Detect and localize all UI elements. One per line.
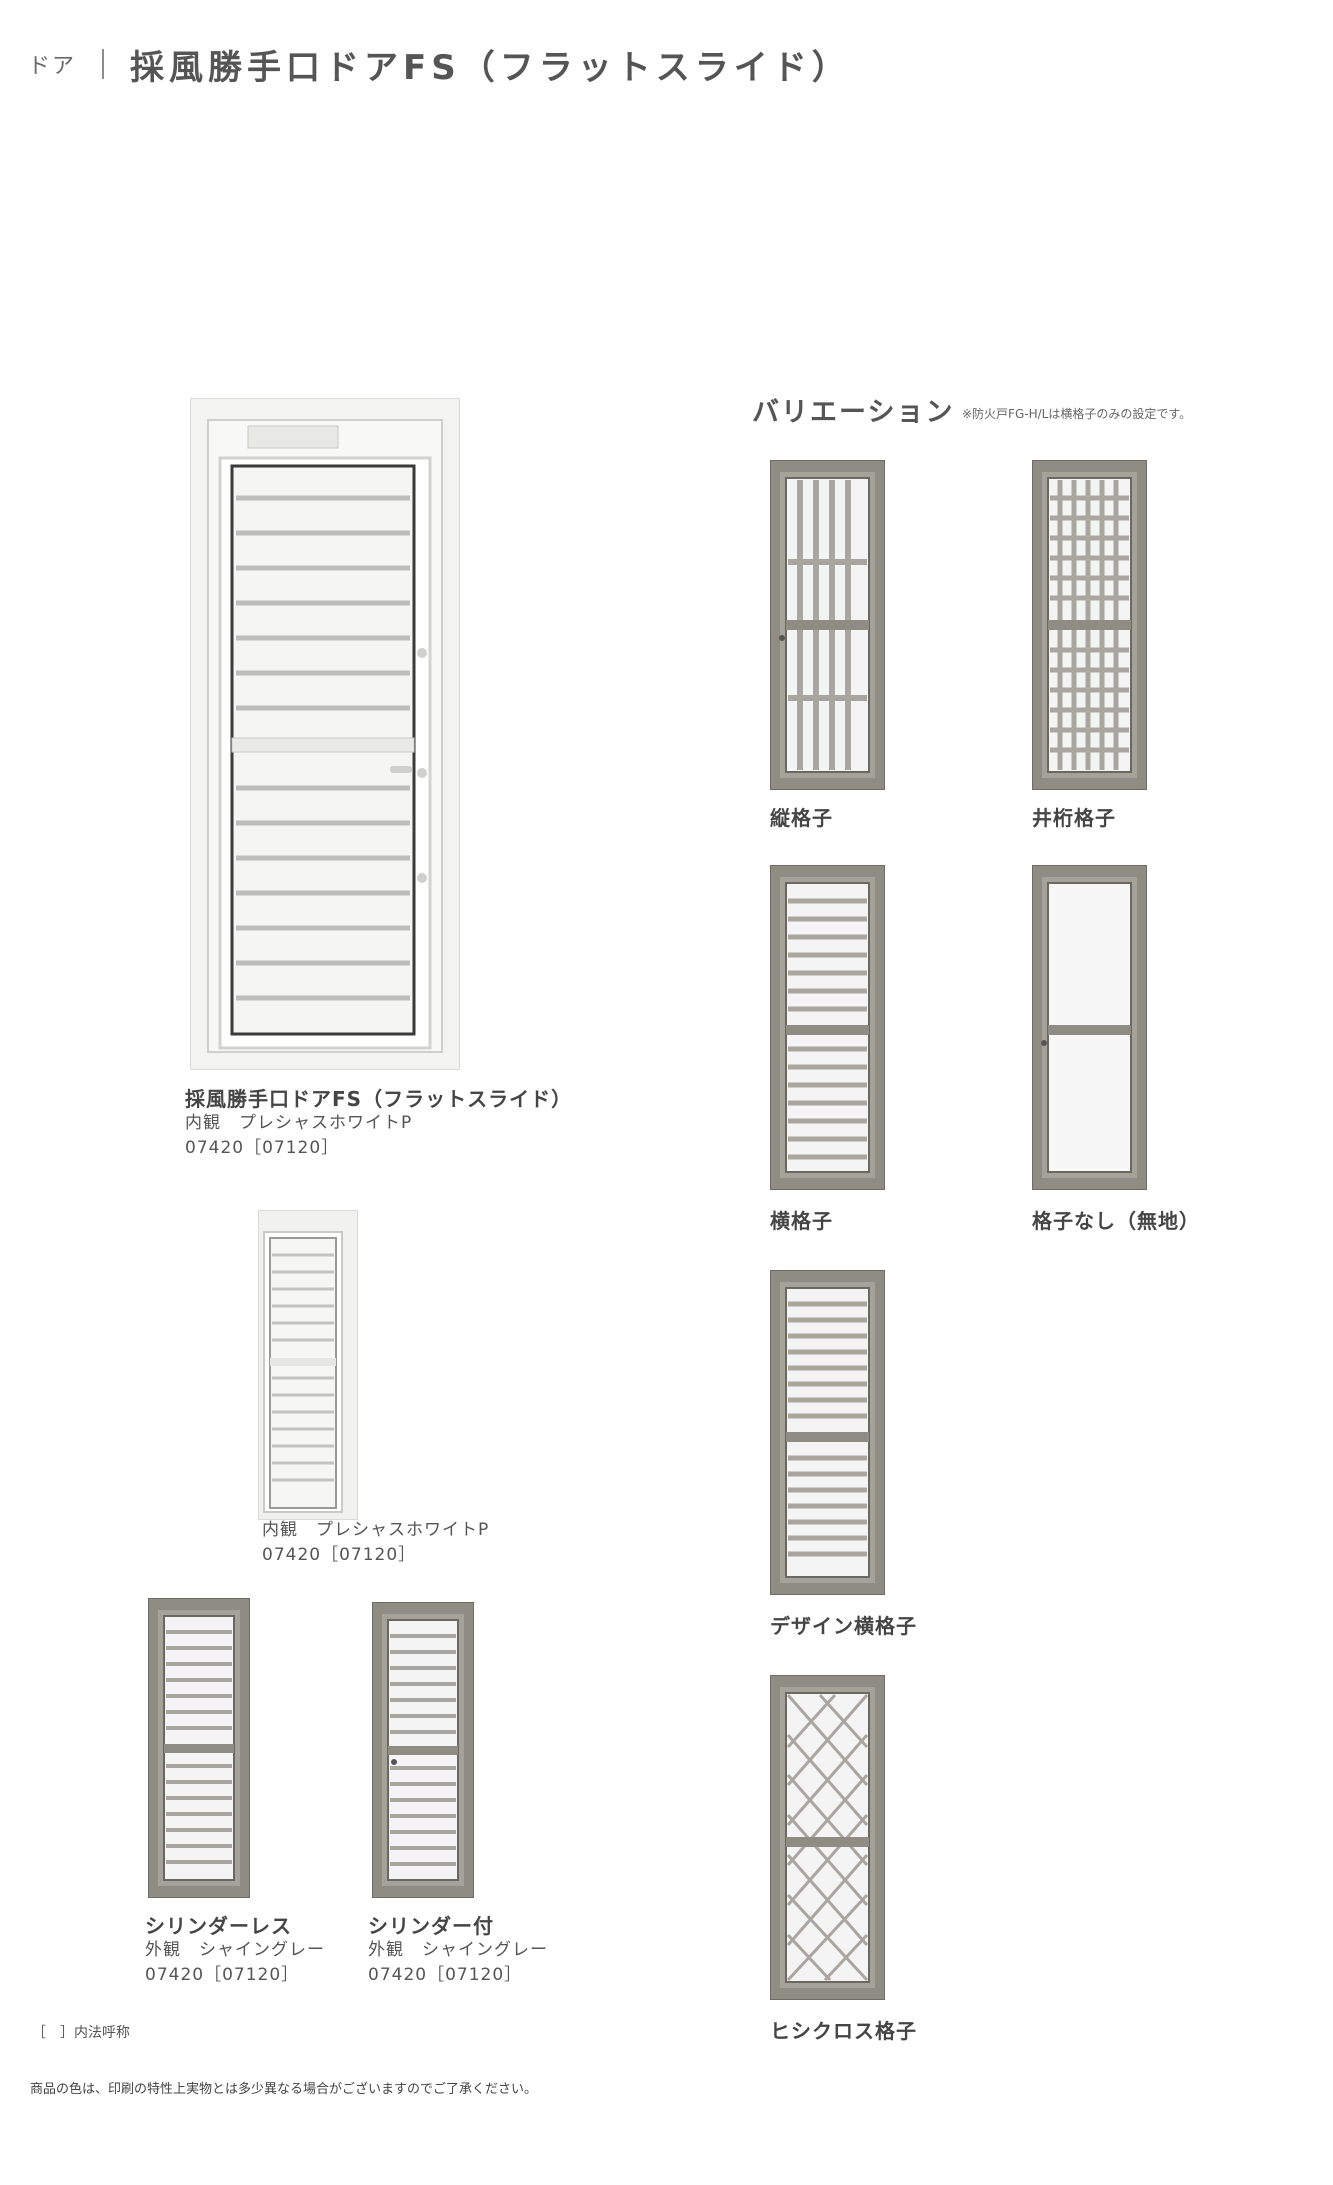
variation-diamond-image: [770, 1675, 885, 2000]
main-product-view: 内観 プレシャスホワイトP: [185, 1113, 413, 1133]
variation-diamond-label: ヒシクロス格子: [770, 2019, 917, 2043]
size-legend-note: ［ ］内法呼称: [32, 2025, 130, 2041]
category-label: ドア: [28, 54, 77, 79]
variation-grid-label: 井桁格子: [1032, 806, 1116, 830]
cylinderless-size: 07420［07120］: [145, 1965, 300, 1985]
main-product-name: 採風勝手口ドアFS（フラットスライド）: [185, 1087, 573, 1111]
cylinder-view: 外観 シャイングレー: [368, 1940, 548, 1960]
variations-title: バリエーション: [752, 397, 955, 428]
second-product-size: 07420［07120］: [262, 1545, 417, 1565]
variation-design-image: [770, 1270, 885, 1595]
variation-vertical-image: [770, 460, 885, 790]
cylinderless-name: シリンダーレス: [145, 1914, 292, 1938]
main-product-size: 07420［07120］: [185, 1138, 340, 1158]
variation-plain-label: 格子なし（無地）: [1032, 1209, 1200, 1233]
cylinderless-view: 外観 シャイングレー: [145, 1940, 325, 1960]
page-title: 採風勝手口ドアFS（フラットスライド）: [130, 47, 851, 88]
variation-plain-image: [1032, 865, 1147, 1190]
cylinder-door-image: [372, 1602, 474, 1898]
cylinder-size: 07420［07120］: [368, 1965, 523, 1985]
variation-grid-image: [1032, 460, 1147, 790]
page-header: ドア 採風勝手口ドアFS（フラットスライド）: [28, 44, 851, 88]
second-door-image: [258, 1210, 358, 1520]
color-disclaimer: 商品の色は、印刷の特性上実物とは多少異なる場合がございますのでご了承ください。: [30, 2082, 538, 2097]
cylinderless-door-image: [148, 1598, 250, 1898]
cylinder-name: シリンダー付: [368, 1914, 494, 1938]
main-door-image: [190, 398, 460, 1070]
variation-vertical-label: 縦格子: [770, 806, 833, 830]
variation-horizontal-label: 横格子: [770, 1209, 833, 1233]
variations-note: ※防火戸FG-H/Lは横格子のみの設定です。: [962, 407, 1192, 421]
variation-design-label: デザイン横格子: [770, 1614, 917, 1638]
variation-horizontal-image: [770, 865, 885, 1190]
header-divider: [102, 49, 105, 79]
second-product-view: 内観 プレシャスホワイトP: [262, 1520, 490, 1540]
